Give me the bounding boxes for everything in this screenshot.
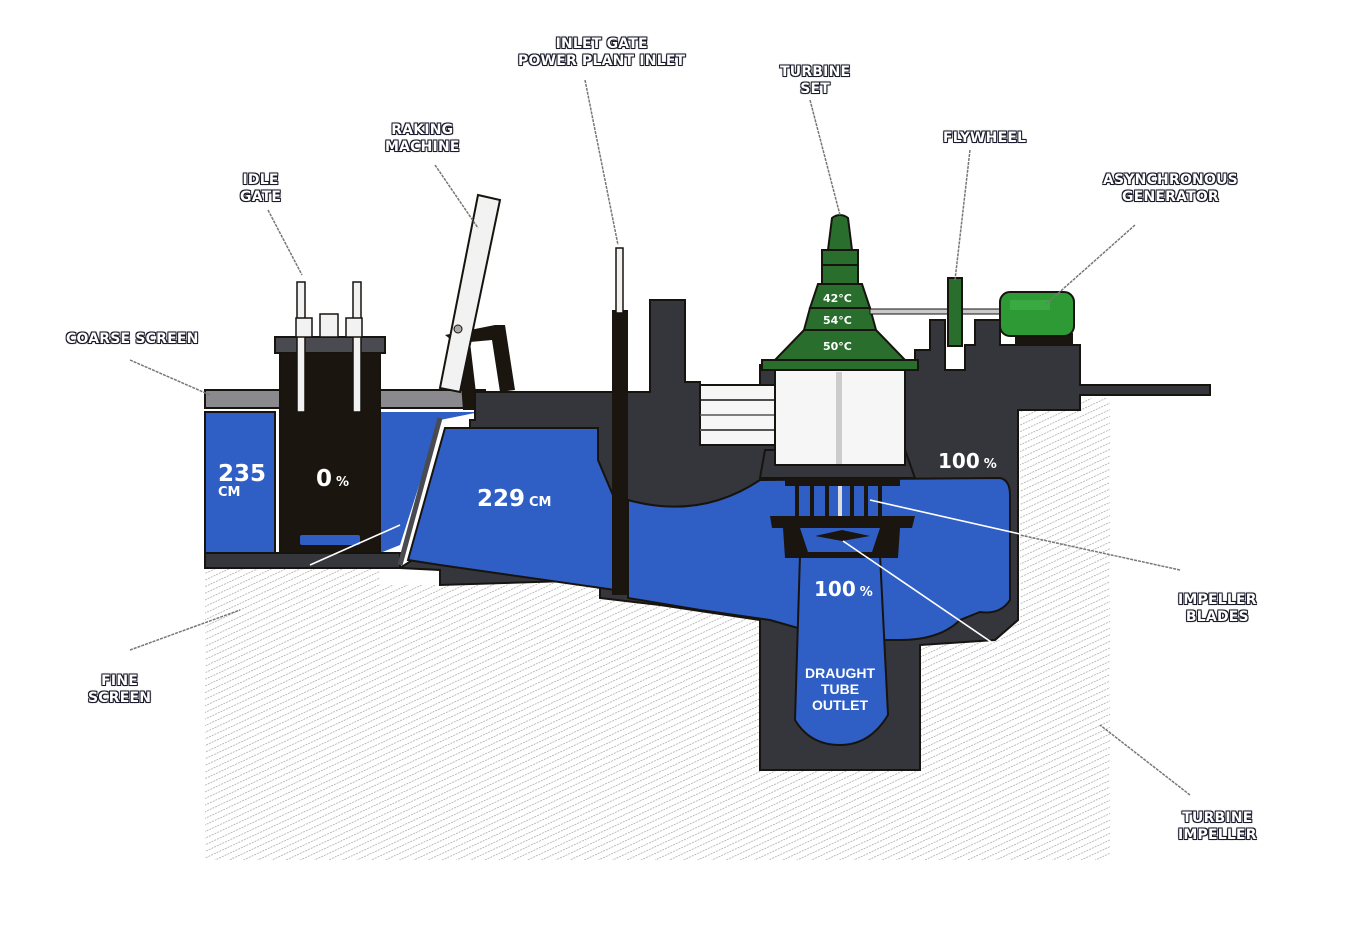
control-room xyxy=(699,384,777,446)
raking-machine xyxy=(438,193,515,410)
inlet-gate-stem xyxy=(615,247,624,314)
turbine-impeller xyxy=(815,530,870,541)
callout-flywheel: FLYWHEEL xyxy=(943,130,1027,146)
inlet-gate xyxy=(612,310,628,595)
upstream-floor xyxy=(204,552,401,569)
drive-shaft xyxy=(869,308,1011,315)
turbine-temp-3: 50°C xyxy=(823,340,852,353)
callout-inlet-gate: INLET GATE POWER PLANT INLET xyxy=(518,36,686,69)
leader-lines xyxy=(129,79,1191,796)
channel-water xyxy=(380,412,480,553)
leader-lines-inner xyxy=(309,499,1021,649)
turbine-temp-2: 54°C xyxy=(823,314,852,327)
callout-coarse-screen: COARSE SCREEN xyxy=(66,331,199,347)
upstream-level-reading: 235 CM xyxy=(218,461,267,500)
asynchronous-generator xyxy=(999,291,1075,346)
flywheel xyxy=(947,277,963,347)
callout-raking-machine: RAKING MACHINE xyxy=(385,122,460,155)
inlet-gate-opening-reading: 100% xyxy=(938,449,997,473)
callout-turbine-set: TURBINE SET xyxy=(780,64,851,97)
draught-tube-flow-reading: 100% xyxy=(814,577,873,601)
draught-tube-label: DRAUGHT TUBE OUTLET xyxy=(805,665,875,713)
turbine-set xyxy=(761,214,919,371)
idle-gate xyxy=(274,281,386,554)
callout-turbine-impeller: TURBINE IMPELLER xyxy=(1178,810,1257,843)
callout-idle-gate: IDLE GATE xyxy=(240,172,282,205)
callout-fine-screen: FINE SCREEN xyxy=(88,673,152,706)
fine-screen xyxy=(397,417,443,566)
draught-tube xyxy=(793,554,890,747)
turbine-housing xyxy=(758,369,917,479)
idle-gate-opening-reading: 0% xyxy=(316,466,350,492)
turbine-temp-1: 42°C xyxy=(823,292,852,305)
callout-impeller-blades: IMPELLER BLADES xyxy=(1178,592,1257,625)
ground-hatch xyxy=(205,398,1110,860)
callout-asynchronous-generator: ASYNCHRONOUS GENERATOR xyxy=(1103,172,1238,205)
